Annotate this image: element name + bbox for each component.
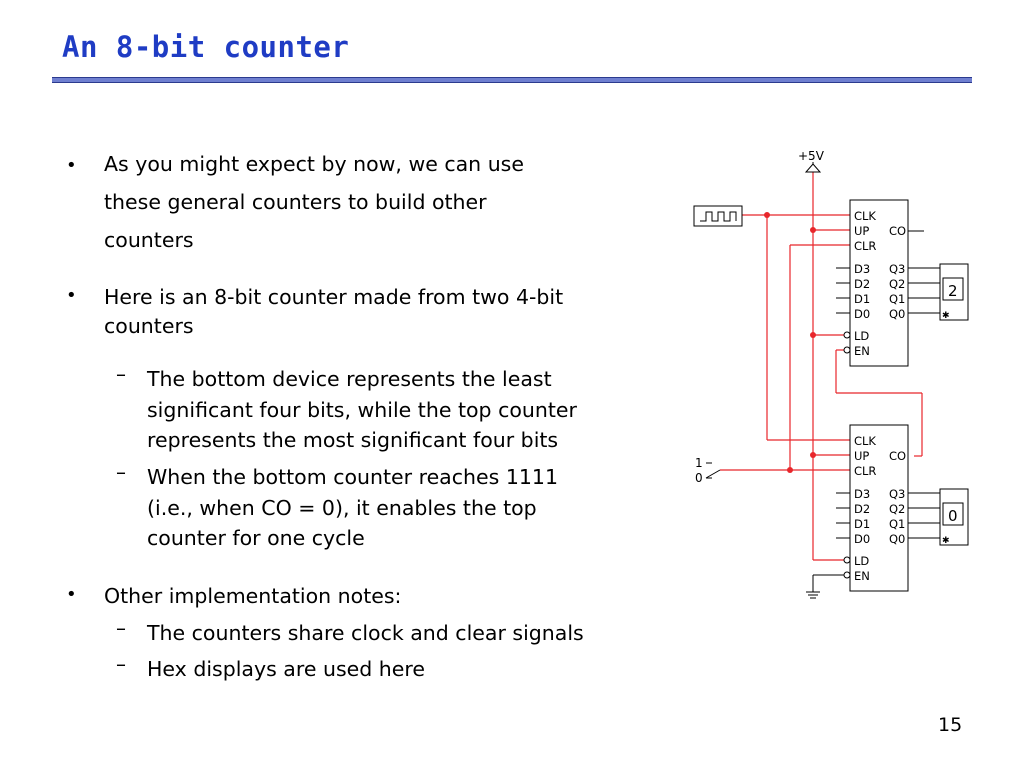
bottom-display-dot-icon: ✱: [942, 536, 950, 546]
bottom-pin-q0: Q0: [889, 532, 905, 546]
bullet-1-line-3: counters: [104, 228, 194, 252]
bottom-pin-q3: Q3: [889, 487, 905, 501]
bottom-pin-d1: D1: [854, 517, 870, 531]
top-pin-q1: Q1: [889, 292, 905, 306]
sub-2-1-line-2: significant four bits, while the top cou…: [147, 398, 577, 422]
top-pin-ld: LD: [854, 329, 869, 343]
top-pin-clr: CLR: [854, 239, 876, 253]
bottom-ld-bubble: [843, 556, 851, 564]
sub-3-2-line-1: Hex displays are used here: [147, 657, 425, 681]
bottom-en-bubble: [843, 571, 851, 579]
bottom-pin-co: CO: [889, 449, 906, 463]
sub-2-1-line-3: represents the most significant four bit…: [147, 428, 559, 452]
page-title: An 8-bit counter: [62, 30, 350, 64]
top-pin-q3: Q3: [889, 262, 905, 276]
top-pin-q2: Q2: [889, 277, 905, 291]
sub-2-2-line-3: counter for one cycle: [147, 526, 365, 550]
top-pin-up: UP: [854, 224, 869, 238]
bottom-pin-d0: D0: [854, 532, 870, 546]
bottom-display-value: 0: [948, 507, 958, 525]
supply-label: +5V: [798, 149, 825, 163]
switch-lever: [705, 469, 721, 479]
top-pin-d2: D2: [854, 277, 870, 291]
bullet-1-line-1: As you might expect by now, we can use: [104, 152, 524, 176]
sub-bullet-marker: –: [116, 652, 126, 676]
bullet-2-line-2: counters: [104, 314, 194, 338]
bullet-list: • As you might expect by now, we can use…: [66, 152, 584, 681]
top-pin-d3: D3: [854, 262, 870, 276]
bottom-pin-d3: D3: [854, 487, 870, 501]
top-display-dot-icon: ✱: [942, 311, 950, 321]
bottom-output-bus: [908, 492, 940, 539]
top-counter: [849, 199, 909, 367]
bottom-pin-d2: D2: [854, 502, 870, 516]
top-pin-d0: D0: [854, 307, 870, 321]
top-output-bus: [908, 267, 940, 314]
sub-2-2-line-2: (i.e., when CO = 0), it enables the top: [147, 496, 537, 520]
page-number: 15: [938, 714, 963, 736]
junction-dots: [764, 212, 816, 473]
bottom-counter: [849, 424, 909, 592]
bullet-1-line-2: these general counters to build other: [104, 190, 487, 214]
supply-arrow-icon: [804, 163, 822, 173]
top-en-bubble: [843, 346, 851, 354]
switch-label-0: 0: [695, 471, 703, 485]
sub-2-2-line-1: When the bottom counter reaches 1111: [147, 465, 558, 489]
top-pin-en: EN: [854, 344, 870, 358]
bullet-2-line-1: Here is an 8-bit counter made from two 4…: [104, 285, 564, 309]
bottom-pin-q1: Q1: [889, 517, 905, 531]
bottom-counter-data-pins: [836, 492, 850, 539]
title-divider: [52, 77, 972, 83]
sub-bullet-marker: –: [116, 362, 126, 386]
sub-bullet-marker: –: [116, 616, 126, 640]
switch-label-1: 1: [695, 456, 703, 470]
components: [693, 162, 969, 599]
top-ld-bubble: [843, 331, 851, 339]
bullet-marker: •: [66, 584, 77, 605]
top-counter-data-pins: [836, 267, 850, 314]
bottom-pin-q2: Q2: [889, 502, 905, 516]
bottom-pin-clk: CLK: [854, 434, 876, 448]
top-pin-co: CO: [889, 224, 906, 238]
wires: [720, 172, 923, 561]
bullet-marker: •: [66, 155, 77, 176]
bullet-3-line-1: Other implementation notes:: [104, 584, 402, 608]
bottom-pin-ld: LD: [854, 554, 869, 568]
bottom-pin-clr: CLR: [854, 464, 876, 478]
bullet-marker: •: [66, 285, 77, 306]
bottom-pin-up: UP: [854, 449, 869, 463]
sub-bullet-marker: –: [116, 460, 126, 484]
top-display-value: 2: [948, 282, 958, 300]
bottom-pin-en: EN: [854, 569, 870, 583]
sub-3-1-line-1: The counters share clock and clear signa…: [147, 621, 584, 645]
top-pin-d1: D1: [854, 292, 870, 306]
clock-wave-icon: [700, 211, 737, 222]
sub-2-1-line-1: The bottom device represents the least: [147, 367, 552, 391]
top-pin-q0: Q0: [889, 307, 905, 321]
top-pin-clk: CLK: [854, 209, 876, 223]
